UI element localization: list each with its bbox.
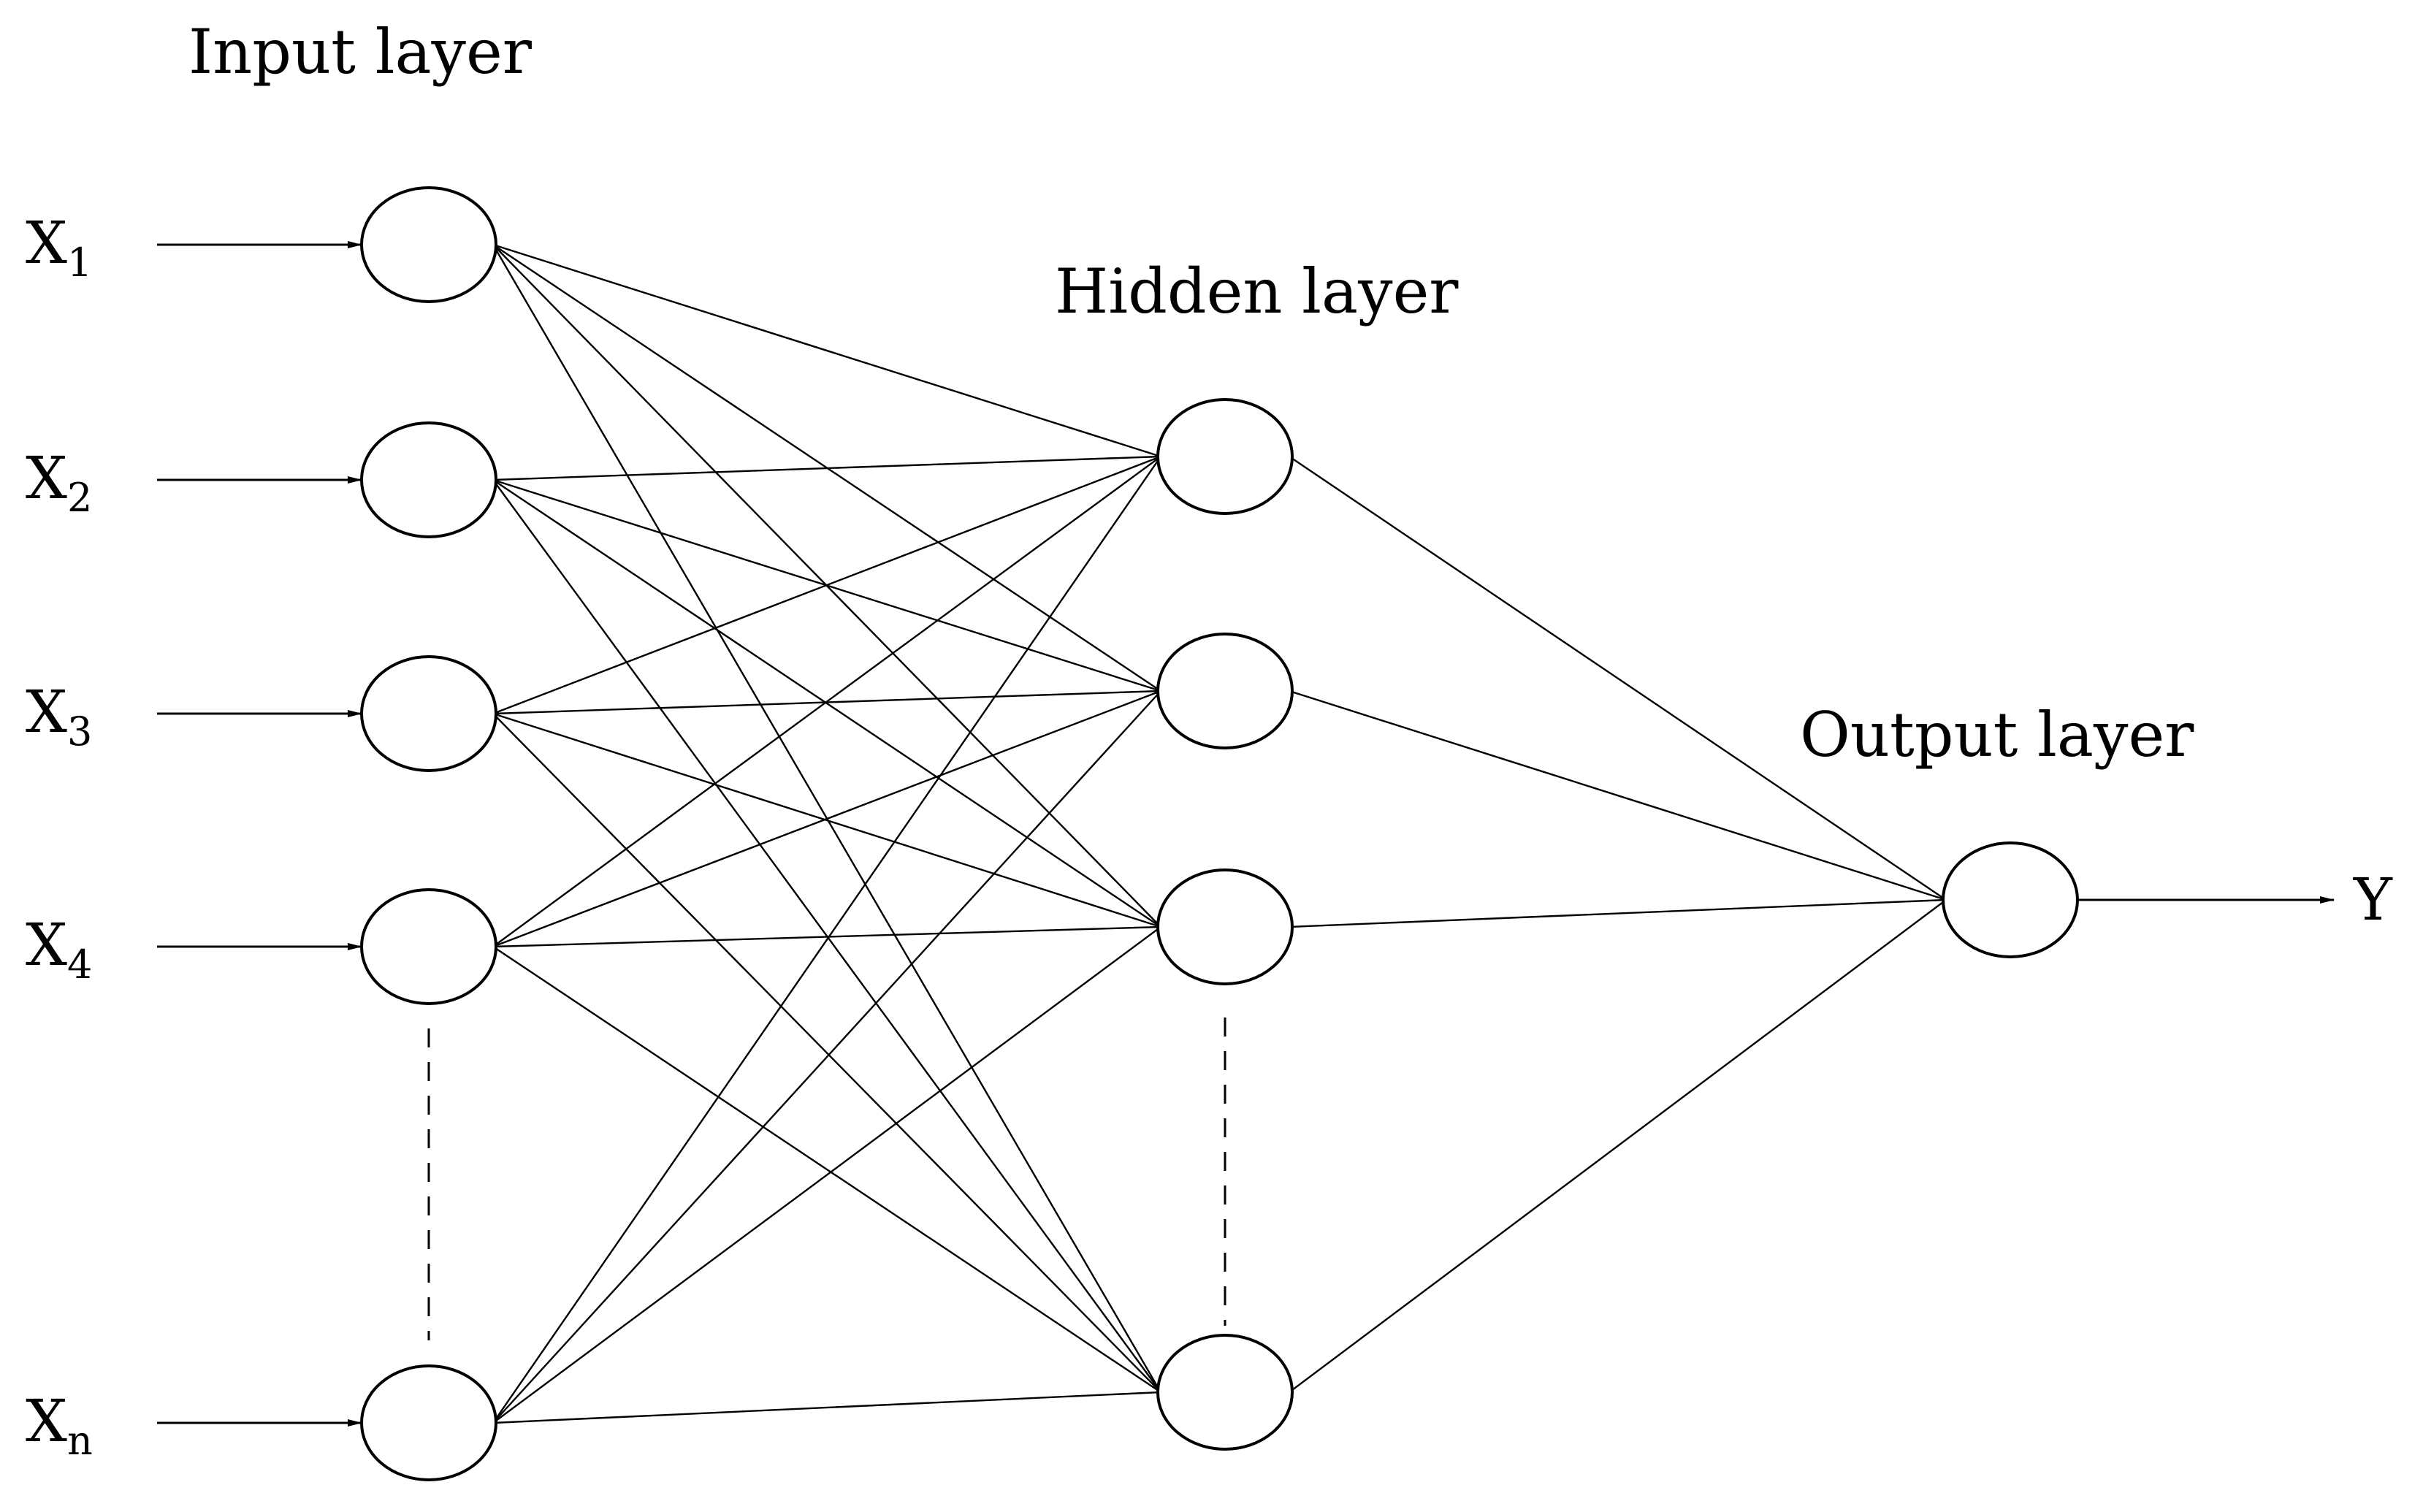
- connection-line: [492, 946, 1161, 1393]
- connection-line: [492, 456, 1161, 947]
- input-node: [360, 655, 497, 772]
- connection-line: [492, 690, 1161, 1424]
- connection-line: [492, 926, 1161, 1424]
- connection-line: [492, 712, 1161, 928]
- input-layer-nodes: [360, 186, 497, 1481]
- connection-line: [1289, 690, 1947, 901]
- connection-line: [492, 925, 1161, 948]
- connection-line: [492, 455, 1161, 481]
- hidden-node: [1156, 398, 1294, 515]
- connection-line: [492, 243, 1161, 458]
- input-to-hidden-connections: [492, 243, 1162, 1424]
- connection-line: [1289, 899, 1947, 1393]
- connection-line: [492, 456, 1161, 1424]
- input-layer-title: Input layer: [188, 16, 533, 88]
- output-label-y: Y: [2353, 866, 2393, 933]
- output-node: [1942, 841, 2079, 958]
- hidden-node: [1156, 1334, 1294, 1451]
- input-arrows: [157, 241, 362, 1427]
- input-label-x4: X4: [26, 911, 92, 988]
- connection-line: [492, 1391, 1161, 1424]
- connection-line: [492, 455, 1161, 715]
- input-label-x1: X1: [26, 209, 92, 286]
- connection-line: [492, 713, 1161, 1393]
- input-node: [360, 888, 497, 1005]
- output-layer-title: Output layer: [1800, 699, 2194, 771]
- input-label-x3: X3: [26, 678, 92, 755]
- input-node: [360, 421, 497, 538]
- input-label-x2: X2: [26, 444, 92, 521]
- connection-line: [1289, 898, 1947, 928]
- hidden-to-output-connections: [1289, 456, 1947, 1393]
- input-label-xn: Xn: [26, 1387, 93, 1464]
- hidden-layer-nodes: [1156, 398, 1294, 1451]
- input-node: [360, 186, 497, 303]
- connection-line: [492, 479, 1161, 928]
- connection-line: [1289, 456, 1947, 901]
- hidden-node: [1156, 868, 1294, 985]
- hidden-layer-title: Hidden layer: [1055, 256, 1459, 327]
- hidden-node: [1156, 633, 1294, 749]
- input-node: [360, 1364, 497, 1481]
- connection-line: [492, 690, 1161, 948]
